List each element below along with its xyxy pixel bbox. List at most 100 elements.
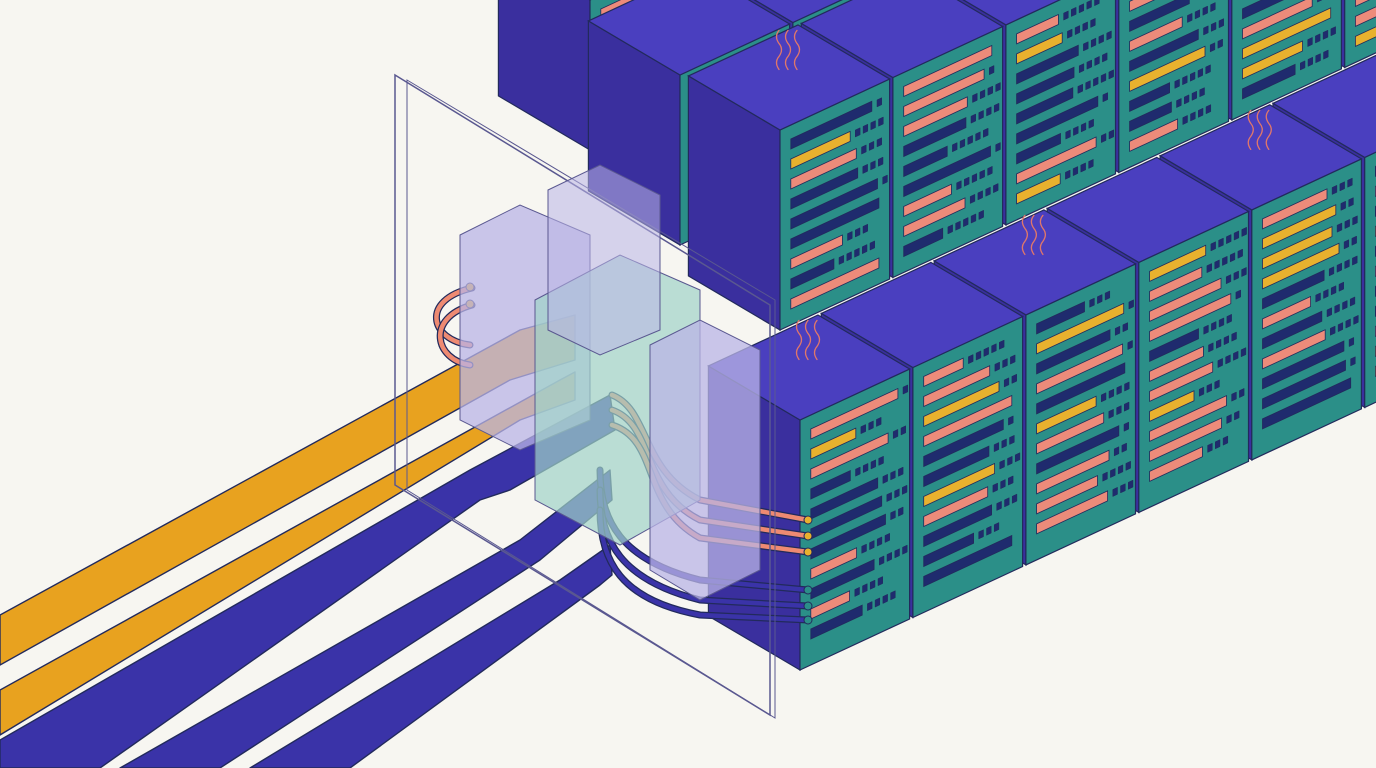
rack-indicator <box>1008 415 1014 426</box>
rack-indicator <box>1347 177 1353 188</box>
rack-panel <box>790 197 880 250</box>
rack-indicator <box>1209 42 1216 53</box>
rack-indicator <box>1239 388 1245 398</box>
rack-indicator <box>1003 377 1010 388</box>
rack-indicator <box>869 240 875 251</box>
rack-indicator <box>1104 290 1111 301</box>
rack-panel <box>1036 474 1098 515</box>
rack-indicator <box>902 484 908 495</box>
rack-indicator <box>1009 434 1015 445</box>
rack-indicator <box>1010 354 1016 365</box>
rack-indicator <box>972 92 978 103</box>
rack-panel <box>1129 0 1156 13</box>
rack-panel <box>790 100 873 150</box>
rack-indicator <box>1206 383 1212 394</box>
rack-panel <box>1242 0 1285 20</box>
rack-indicator <box>1080 162 1086 173</box>
rack-indicator <box>996 500 1002 511</box>
rack-indicator <box>900 425 906 436</box>
rack-top-face <box>753 0 843 24</box>
rack-indicator <box>1088 118 1094 129</box>
rack-panel <box>1149 277 1222 323</box>
rack-top-face <box>820 261 1024 369</box>
rack-indicator <box>878 156 884 167</box>
rack-indicator <box>1225 274 1232 285</box>
rack-indicator <box>1322 29 1329 40</box>
rack-indicator <box>978 110 984 120</box>
rack-indicator <box>1323 49 1329 60</box>
rack-side-face <box>497 0 591 152</box>
rack-indicator <box>1004 497 1010 508</box>
rack-indicator <box>1198 386 1205 397</box>
rack-indicator <box>1011 493 1018 504</box>
rack-indicator <box>1077 83 1083 94</box>
rack-indicator <box>1184 94 1190 105</box>
rack-indicator <box>1116 405 1122 416</box>
rack-indicator <box>1102 471 1108 482</box>
rack-indicator <box>1090 37 1097 48</box>
rack-indicator <box>1000 479 1006 490</box>
ghost-rack <box>547 164 661 356</box>
rack-panel <box>1129 0 1190 33</box>
rack-indicator <box>1182 115 1188 125</box>
rack-top-face <box>687 24 891 131</box>
rack-panel <box>1016 13 1059 45</box>
rack-indicator <box>1072 166 1079 177</box>
rack-indicator <box>1206 263 1212 274</box>
rack-indicator <box>890 470 896 481</box>
rack-indicator <box>1235 289 1241 300</box>
rack-panel <box>1262 359 1346 410</box>
rack-indicator <box>892 429 899 439</box>
rack-indicator <box>870 459 876 470</box>
rack-top-face <box>962 0 1061 26</box>
rack-indicator <box>854 586 860 597</box>
rack-panel <box>1262 204 1337 250</box>
rack-indicator <box>986 106 992 117</box>
rack-panel <box>1149 292 1232 343</box>
rack-indicator <box>878 116 884 127</box>
rack-indicator <box>1315 292 1321 303</box>
rack-panel <box>1242 7 1332 60</box>
rack-indicator <box>1223 335 1229 346</box>
rack-indicator <box>1120 483 1126 494</box>
rack-panel <box>1036 412 1105 455</box>
cable-connector <box>803 601 813 611</box>
rack-indicator <box>1090 17 1096 28</box>
rack-indicator <box>994 361 1000 372</box>
rack-indicator <box>1001 438 1007 449</box>
rack-panel <box>1129 82 1170 113</box>
rack-indicator <box>1215 439 1221 450</box>
rack-indicator <box>1226 414 1232 424</box>
rack-panel <box>810 547 857 580</box>
rack-panel <box>790 257 880 310</box>
rack-indicator <box>992 482 998 493</box>
rack-panel <box>790 234 843 270</box>
rack-indicator <box>854 247 860 258</box>
rack-indicator <box>1352 215 1358 226</box>
rack-indicator <box>1063 10 1069 21</box>
rack-indicator <box>1231 391 1237 402</box>
rack-indicator <box>1102 52 1108 63</box>
rack-indicator <box>1225 354 1231 365</box>
rack-indicator <box>1065 169 1071 180</box>
rack-panel <box>1036 490 1108 535</box>
rack-panel <box>1149 417 1222 463</box>
rack-indicator <box>882 473 888 484</box>
rack-indicator <box>1339 181 1345 192</box>
rack-indicator <box>1217 38 1223 49</box>
rack-indicator <box>1094 0 1100 7</box>
rack-panel <box>903 227 944 258</box>
rack-indicator <box>862 244 868 255</box>
heat-wave-icon <box>804 319 812 361</box>
rack-indicator <box>1349 296 1356 307</box>
rack-indicator <box>861 543 867 554</box>
rack-top-face <box>1271 54 1376 159</box>
rack-indicator <box>999 339 1005 350</box>
rack-panel <box>1149 390 1195 423</box>
rack-indicator <box>975 131 981 142</box>
rack-indicator <box>1108 388 1115 399</box>
rack-indicator <box>1197 68 1203 78</box>
rack-indicator <box>1182 75 1188 86</box>
rack-indicator <box>1101 133 1107 143</box>
